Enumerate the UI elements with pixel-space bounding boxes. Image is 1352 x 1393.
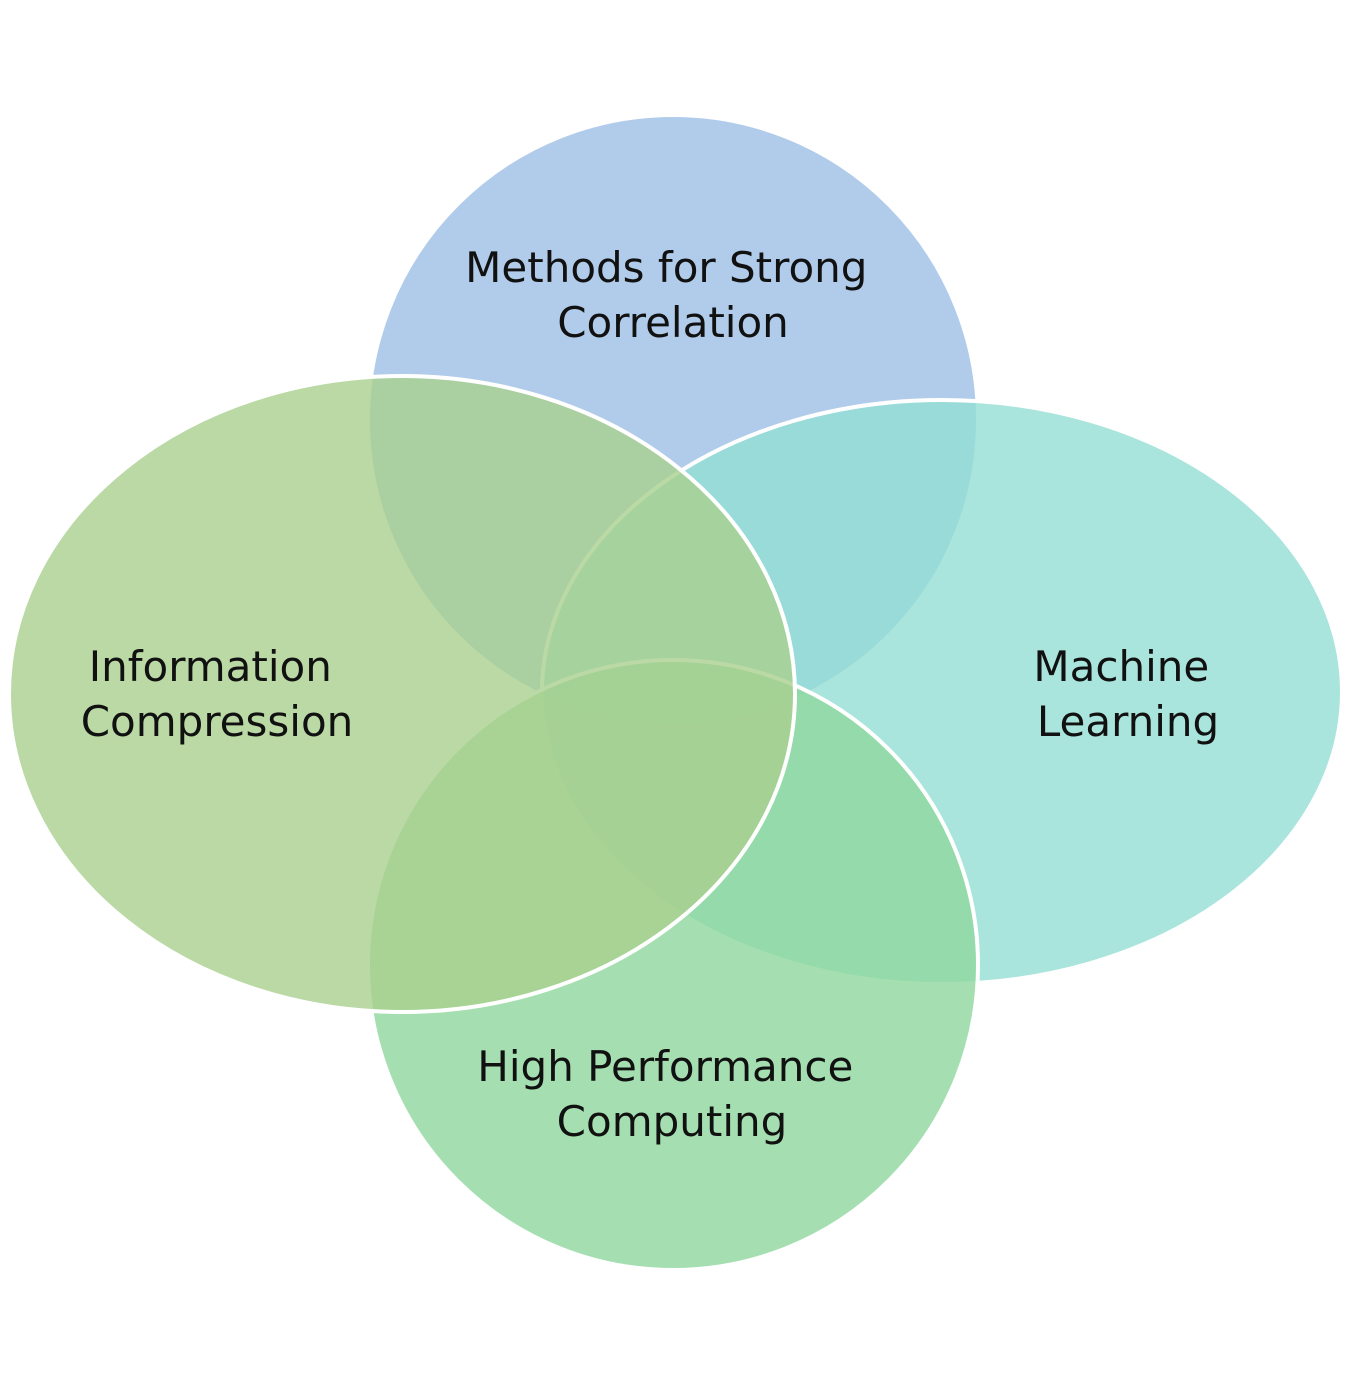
- set-bottom-label-line: High Performance: [477, 1042, 853, 1091]
- set-left-label: Information Compression: [81, 642, 354, 746]
- set-left-label-line: Information: [89, 642, 332, 691]
- set-top-label-line: Correlation: [557, 298, 789, 347]
- set-left-label-line: Compression: [81, 697, 354, 746]
- set-bottom-label: High Performance Computing: [477, 1042, 866, 1146]
- set-right-label: Machine Learning: [1033, 642, 1222, 746]
- set-right-label-line: Learning: [1037, 697, 1219, 746]
- set-right-label-line: Machine: [1033, 642, 1209, 691]
- set-bottom-label-line: Computing: [557, 1097, 788, 1146]
- set-top-label: Methods for Strong Correlation: [465, 243, 881, 347]
- set-left-ellipse: [7, 374, 797, 1014]
- set-top-label-line: Methods for Strong: [465, 243, 867, 292]
